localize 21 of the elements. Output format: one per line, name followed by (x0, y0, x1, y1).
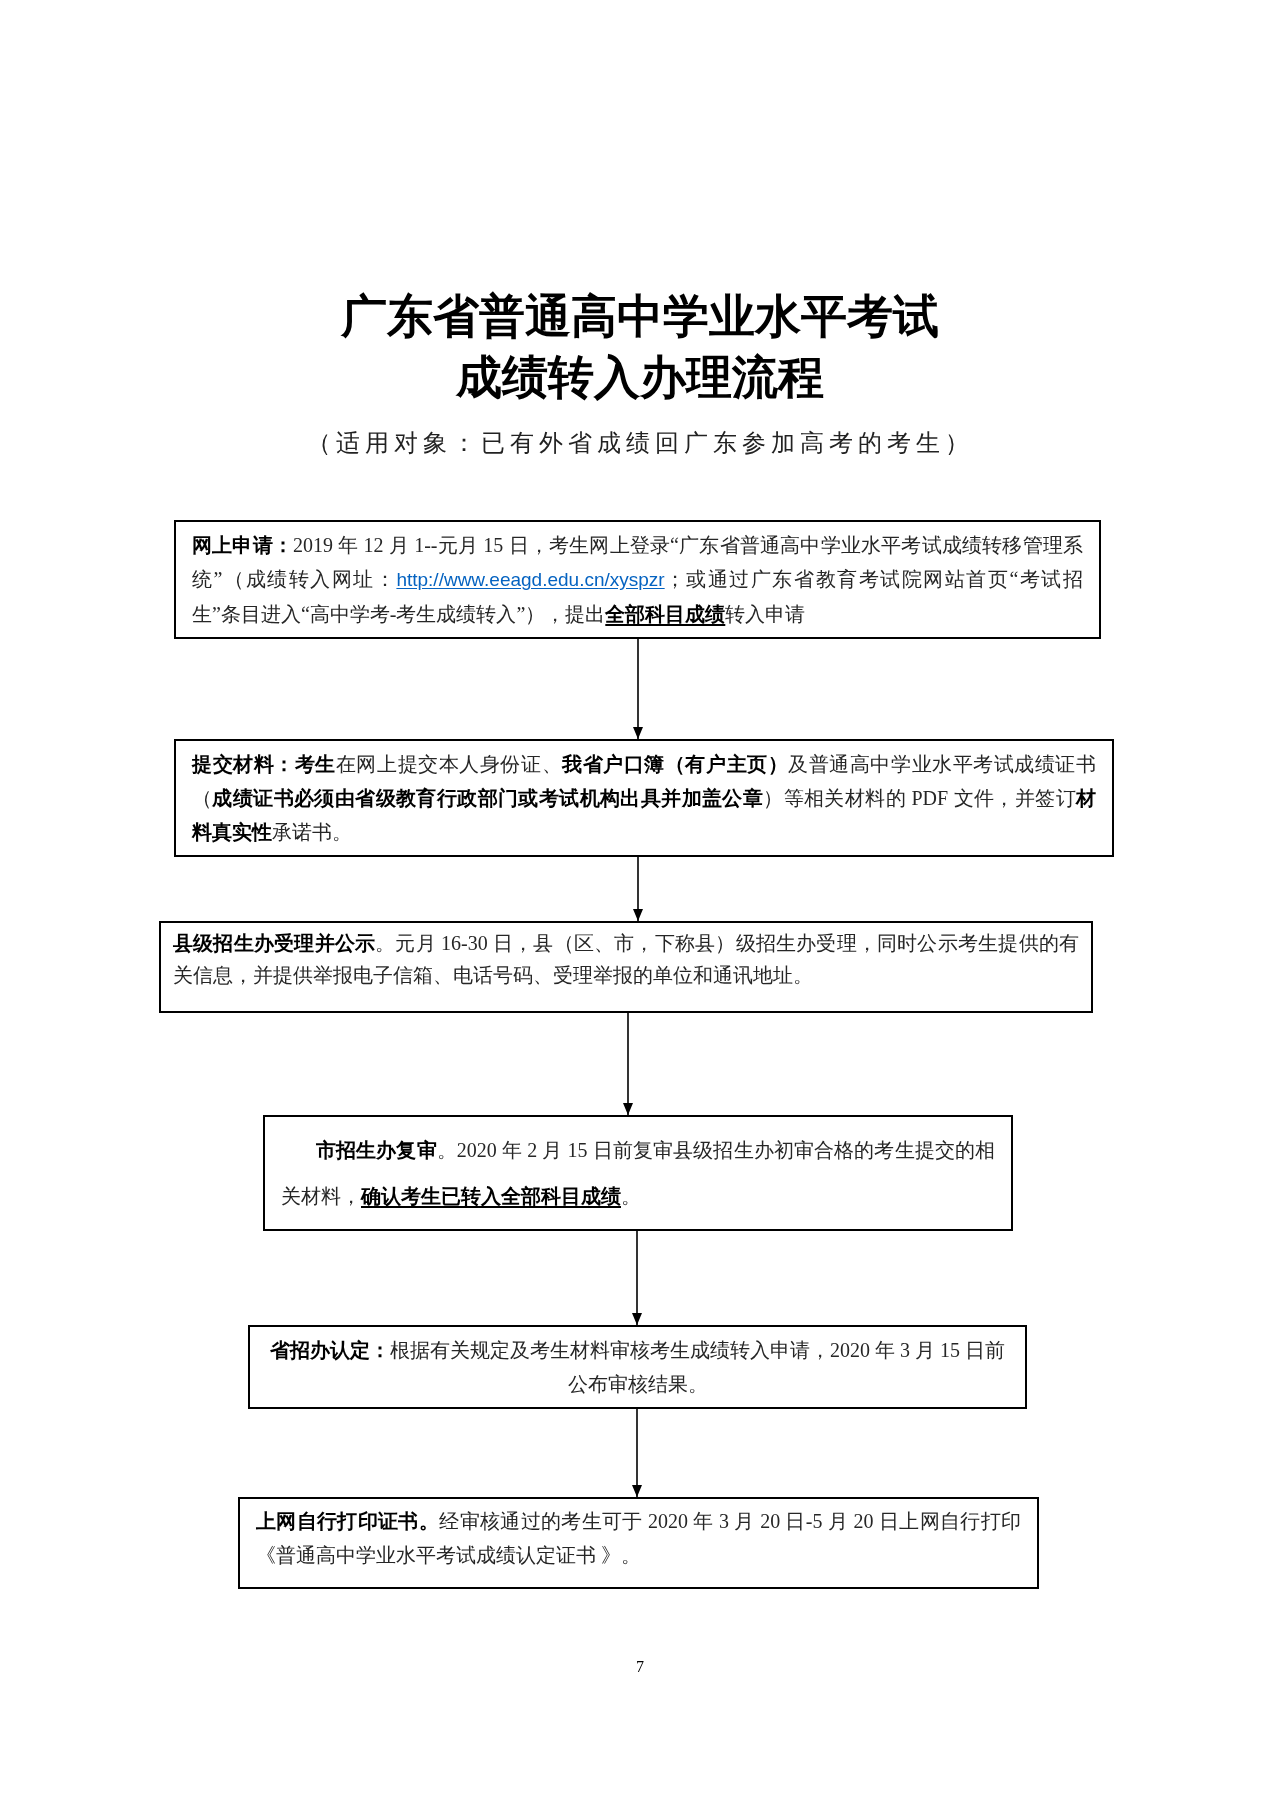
subtitle: （适用对象：已有外省成绩回广东参加高考的考生） (306, 429, 974, 458)
process-box (238, 1497, 1039, 1589)
process-box (248, 1325, 1027, 1409)
step-description: 网上申请：2019 年 12 月 1--元月 15 日，考生网上登录“广东省普通高中学业水平考试成绩转移管理系统”（成绩转入网址：http://www.eeagd.edu.cn/xyspzr；或通过广东省教育考试院网站首页“考试招生”条目进入“高中学考-考生成绩转入”），提出全部科目成绩转入申请 (192, 533, 1083, 627)
step-description: 市招生办复审。2020 年 2 月 15 日前复审县级招生办初审合格的考生提交的相关材料，确认考生已转入全部科目成绩。 (281, 1138, 995, 1209)
process-box (174, 520, 1101, 639)
arrow (633, 856, 643, 922)
process-box (159, 921, 1093, 1013)
arrow (632, 1230, 642, 1326)
page-number: 7 (636, 1657, 644, 1677)
arrow (633, 638, 643, 740)
step-description: 上网自行打印证书。经审核通过的考生可于 2020 年 3 月 20 日-5 月 20 日上网自行打印《普通高中学业水平考试成绩认定证书 》。 (256, 1509, 1021, 1568)
step-description: 县级招生办受理并公示。元月 16-30 日，县（区、市，下称县）级招生办受理，同时公示考生提供的有关信息，并提供举报电子信箱、电话号码、受理举报的单位和通讯地址。 (173, 931, 1079, 988)
diagram-title: 广东省普通高中学业水平考试成绩转入办理流程 (340, 290, 940, 405)
process-box (263, 1115, 1013, 1231)
arrow (623, 1012, 633, 1116)
arrow (632, 1408, 642, 1498)
step-description: 省招办认定：根据有关规定及考生材料审核考生成绩转入申请，2020 年 3 月 15 日前公布审核结果。 (269, 1338, 1006, 1397)
process-box (174, 739, 1114, 857)
url-link: http://www.eeagd.edu.cn/xyspzr (396, 569, 665, 590)
step-description: 提交材料：考生在网上提交本人身份证、我省户口簿（有户主页）及普通高中学业水平考试成绩证书（成绩证书必须由省级教育行政部门或考试机构出具并加盖公章）等相关材料的 PDF 文件，并签订材料真实性承诺书。 (192, 752, 1096, 845)
